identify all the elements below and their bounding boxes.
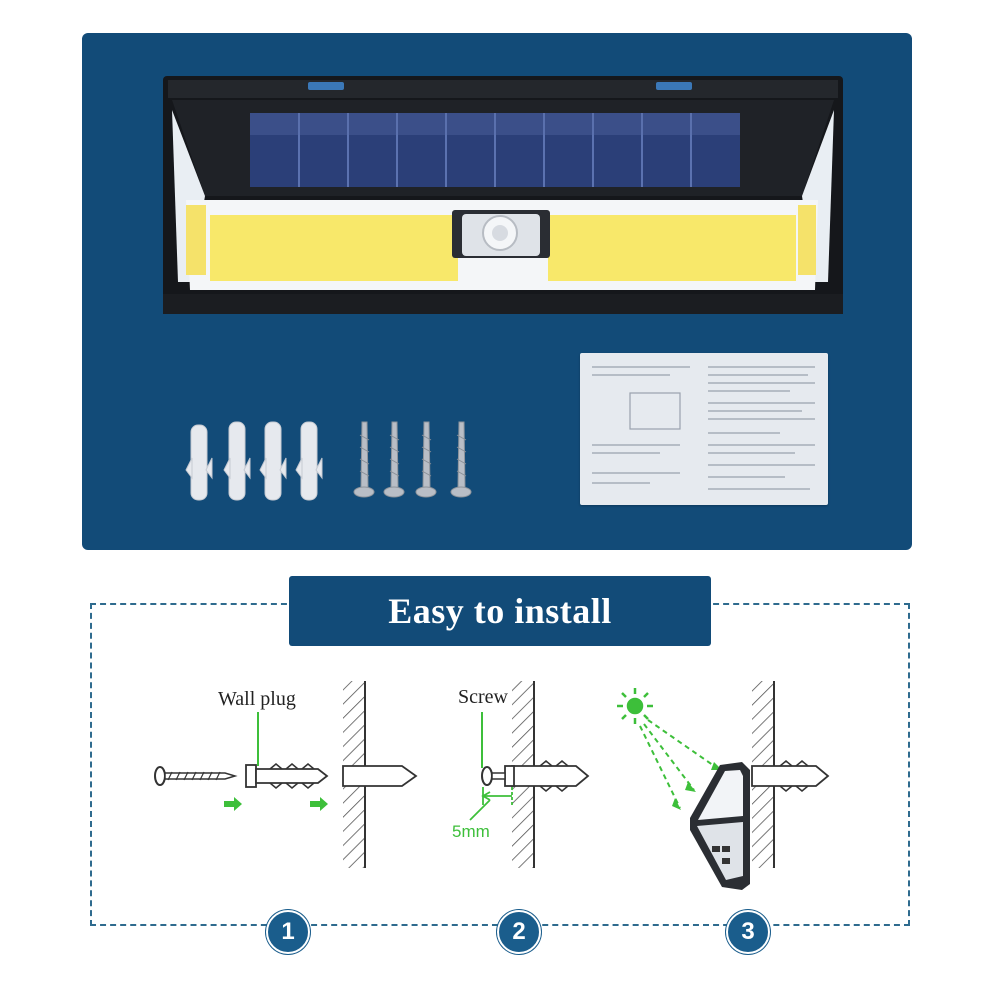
screw-label: Screw	[458, 686, 508, 708]
mounted-light-icon	[690, 762, 750, 890]
wall-plug-icon	[245, 763, 329, 789]
manual-text-lines	[592, 366, 815, 490]
step-2-badge: 2	[497, 910, 541, 954]
screw-set	[353, 421, 472, 498]
step-1-badge: 1	[266, 910, 310, 954]
solar-panel	[250, 113, 740, 187]
wall-plug-label: Wall plug	[218, 688, 296, 710]
distance-marker	[469, 787, 513, 821]
step-3-badge: 3	[726, 910, 770, 954]
step-2-diagram	[469, 681, 590, 868]
step-3-diagram	[617, 681, 830, 890]
instruction-manual	[580, 353, 828, 505]
pir-sensor-icon	[452, 210, 550, 258]
distance-label: 5mm	[452, 822, 490, 841]
screw-icon	[154, 766, 238, 786]
sun-icon	[617, 688, 653, 724]
install-title-banner: Easy to install	[289, 576, 711, 646]
led-panel	[186, 200, 818, 290]
step-1-diagram	[154, 681, 418, 868]
install-title: Easy to install	[388, 591, 612, 631]
wall-plug-set	[185, 421, 323, 501]
solar-light-fixture	[163, 76, 843, 314]
